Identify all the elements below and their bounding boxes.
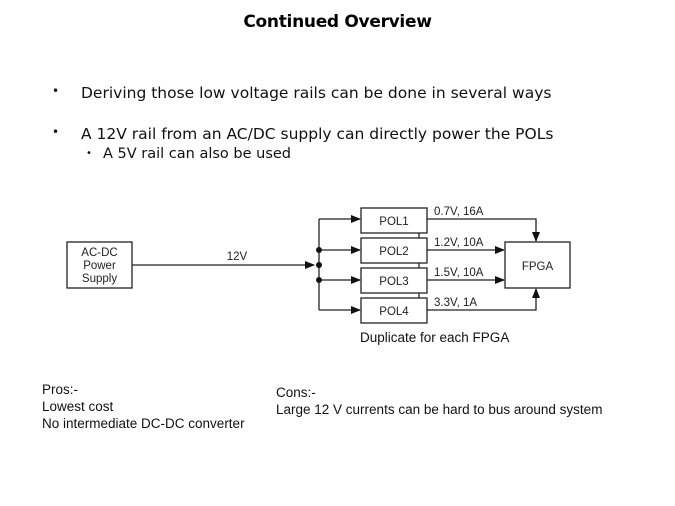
pol1-block bbox=[360, 207, 428, 234]
pol4-label: POL4 bbox=[379, 306, 409, 318]
bullet-marker: • bbox=[52, 84, 60, 98]
pros-section: Pros:- Lowest cost No intermediate DC-DC… bbox=[42, 381, 245, 432]
fpga-label: FPGA bbox=[522, 261, 554, 273]
pros-heading: Pros:- bbox=[42, 382, 79, 397]
cons-item: Large 12 V currents can be hard to bus a… bbox=[276, 402, 603, 417]
source-label-line1: AC-DC bbox=[81, 247, 117, 259]
pol2-output-label: 1.2V, 10A bbox=[434, 237, 484, 249]
slide-title: Continued Overview bbox=[243, 12, 432, 32]
source-label-line3: Supply bbox=[82, 273, 117, 285]
output-pol1 bbox=[427, 218, 540, 242]
junction-dot bbox=[316, 262, 322, 268]
junction-dot bbox=[316, 277, 322, 283]
pol3-label: POL3 bbox=[379, 276, 408, 288]
pol4-block bbox=[360, 297, 428, 324]
pol2-block bbox=[360, 237, 428, 264]
pol3-output-label: 1.5V, 10A bbox=[434, 267, 484, 279]
pol1-output-label: 0.7V, 16A bbox=[434, 206, 484, 218]
fpga-block bbox=[504, 241, 571, 289]
cons-heading: Cons:- bbox=[276, 385, 316, 400]
bus-label: 12V bbox=[227, 251, 248, 263]
pol1-label: POL1 bbox=[379, 216, 408, 228]
bullet-marker: • bbox=[52, 125, 60, 139]
bullet-text: A 5V rail can also be used bbox=[103, 146, 292, 162]
pol2-label: POL2 bbox=[379, 246, 408, 258]
pol4-output-label: 3.3V, 1A bbox=[434, 297, 477, 309]
bullet-text: Deriving those low voltage rails can be … bbox=[81, 84, 552, 102]
diagram-caption: Duplicate for each FPGA bbox=[360, 330, 510, 345]
output-pol4 bbox=[427, 288, 540, 311]
bullet-text: A 12V rail from an AC/DC supply can dire… bbox=[81, 125, 554, 143]
source-label-line2: Power bbox=[83, 260, 116, 272]
bullet-marker: • bbox=[86, 148, 92, 159]
pros-item: Lowest cost bbox=[42, 399, 114, 414]
pol3-block bbox=[360, 267, 428, 294]
cons-section: Cons:- Large 12 V currents can be hard t… bbox=[276, 384, 602, 418]
junction-dot bbox=[316, 247, 322, 253]
pros-item: No intermediate DC-DC converter bbox=[42, 416, 245, 431]
